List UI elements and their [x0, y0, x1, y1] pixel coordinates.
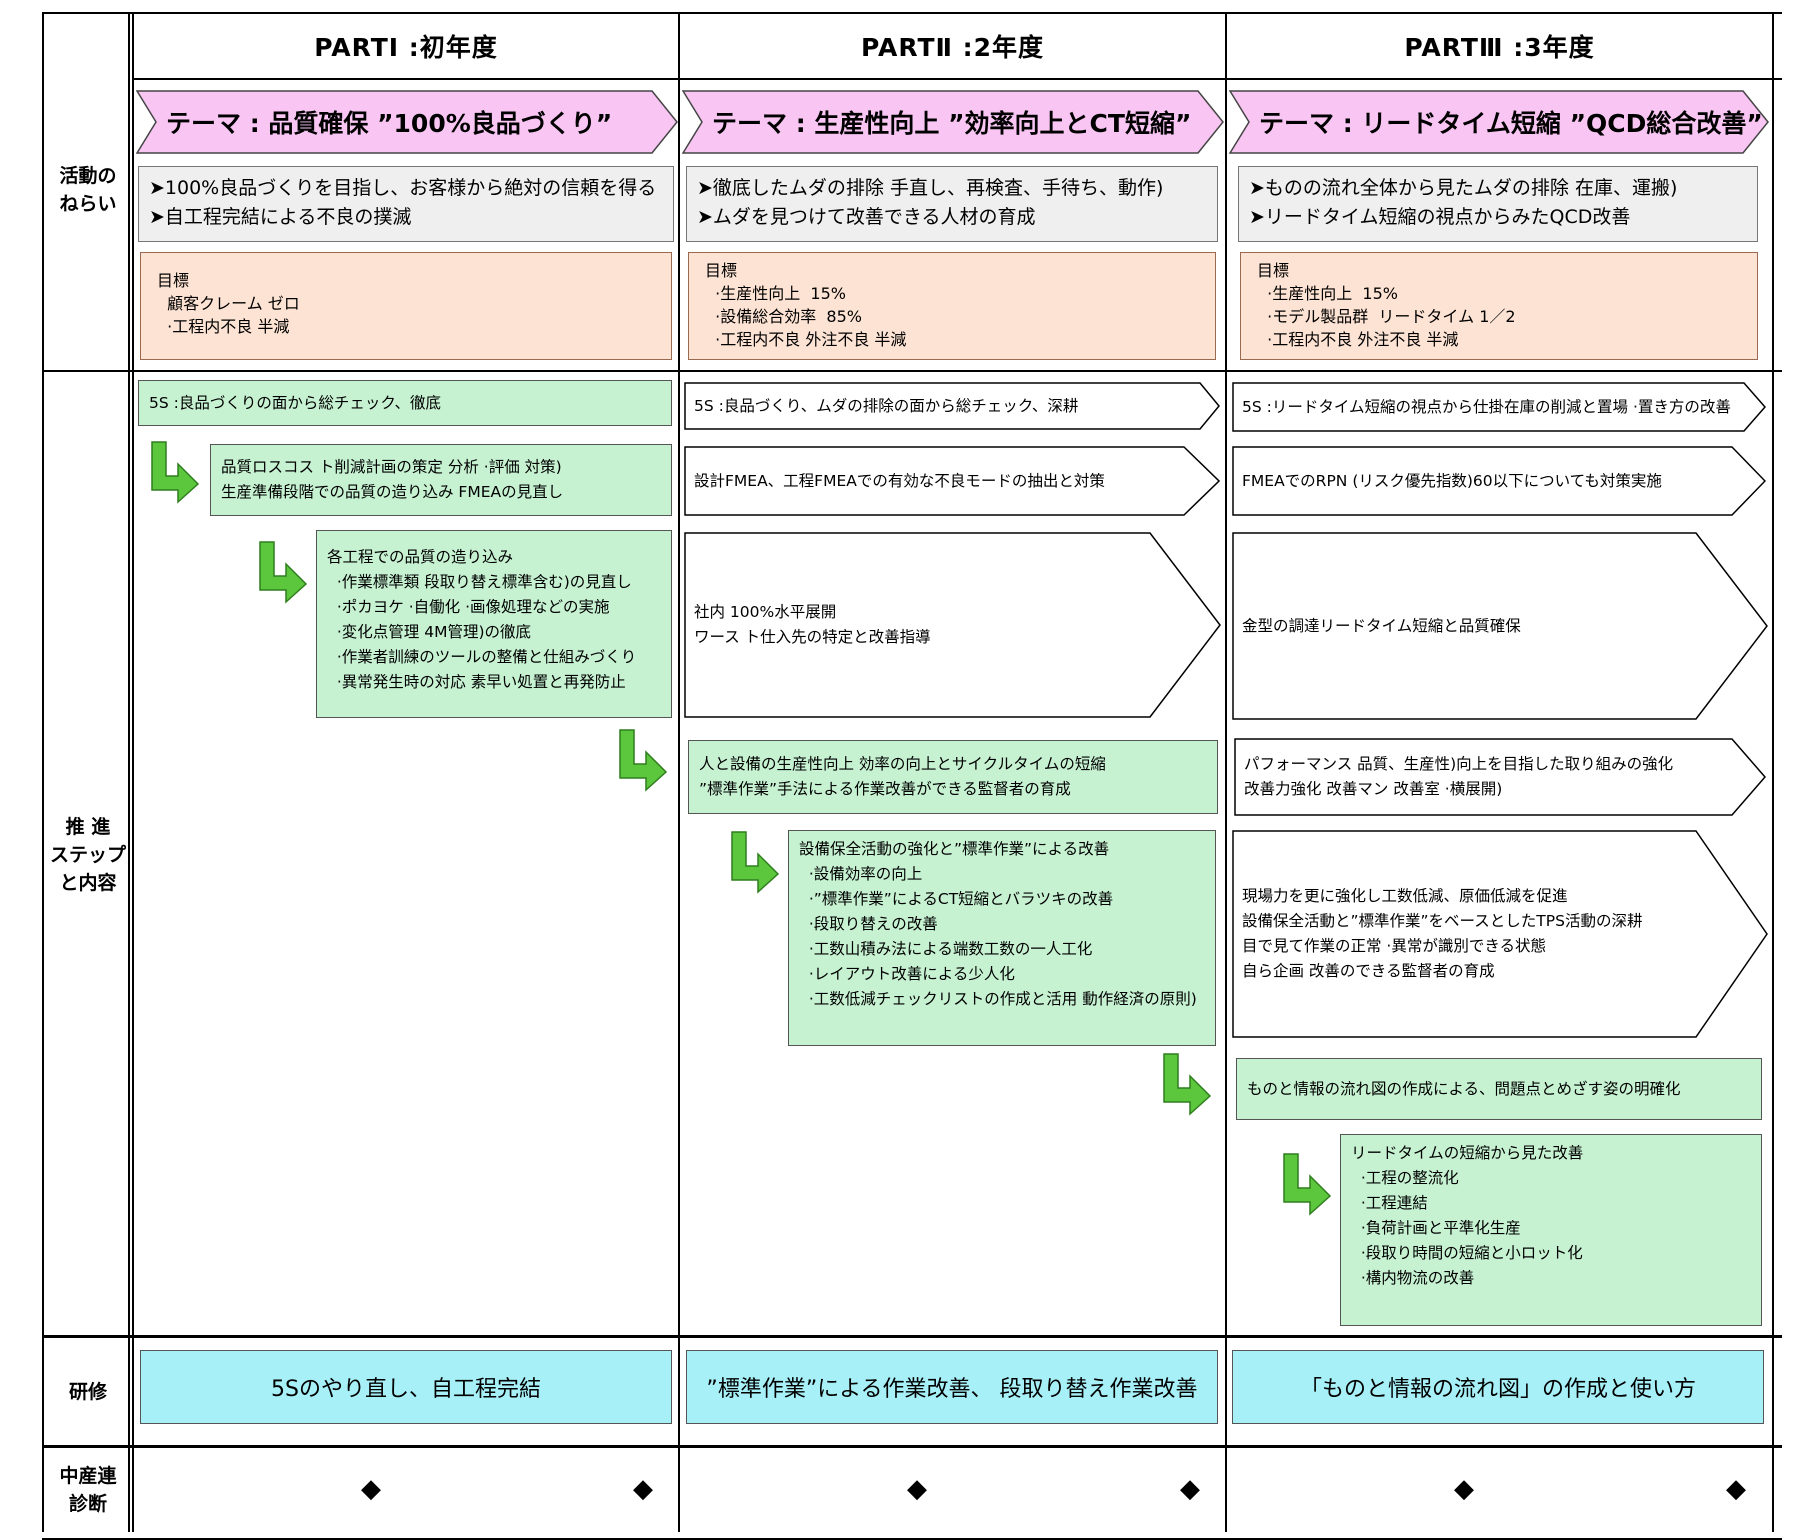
step-p3-genba: 現場力を更に強化し工数低減、原価低減を促進 設備保全活動と”標準作業”をベースと… — [1232, 830, 1768, 1038]
grid-left — [42, 12, 44, 1532]
step-p3-mold-text: 金型の調達リードタイム短縮と品質確保 — [1242, 616, 1521, 635]
aim-line: ➤自工程完結による不良の撲滅 — [149, 206, 412, 228]
aim-line: ➤100%良品づくりを目指し、お客様から絶対の信頼を得る — [149, 177, 657, 199]
down-right-arrow-icon — [619, 729, 668, 792]
step-p3-performance-text: パフォーマンス 品質、生産性)向上を目指した取り組みの強化 改善力強化 改善マン… — [1244, 755, 1674, 798]
step-p2-fmea-text: 設計FMEA、工程FMEAでの有効な不良モードの抽出と対策 — [694, 471, 1105, 490]
aim-line: ➤ムダを見つけて改善できる人材の育成 — [697, 206, 1036, 228]
row-label-steps: 推 進 ステップ と内容 — [49, 816, 126, 894]
step-p3-genba-text: 現場力を更に強化し工数低減、原価低減を促進 設備保全活動と”標準作業”をベースと… — [1242, 887, 1643, 980]
step-p3-leadtime: リードタイムの短縮から見た改善 ·工程の整流化 ·工程連結 ·負荷計画と平準化生… — [1340, 1134, 1762, 1326]
goal-box-part1: 目標 顧客クレーム ゼロ ·工程内不良 半減 — [140, 252, 672, 360]
goal-box-part3: 目標 ·生産性向上 15% ·モデル製品群 リードタイム 1／2 ·工程内不良 … — [1240, 252, 1758, 360]
step-p3-mold: 金型の調達リードタイム短縮と品質確保 — [1232, 532, 1768, 720]
grid-col-sep-2 — [1225, 12, 1227, 1532]
down-right-arrow-icon — [1283, 1153, 1332, 1216]
down-right-arrow-icon — [259, 541, 308, 604]
diagnosis-diamond-icon: ◆ — [1726, 1474, 1746, 1504]
step-p2-fmea: 設計FMEA、工程FMEAでの有効な不良モードの抽出と対策 — [684, 446, 1220, 516]
step-p2-5s-text: 5S :良品づくり、ムダの排除の面から総チェック、深耕 — [694, 396, 1079, 415]
down-right-arrow-icon — [151, 441, 200, 504]
step-p3-fmea-text: FMEAでのRPN (リスク優先指数)60以下についても対策実施 — [1242, 471, 1662, 490]
theme-banner-part3: テーマ : リードタイム短縮 ”QCD総合改善” — [1229, 90, 1769, 154]
row-label-training: 研修 — [68, 1381, 107, 1403]
grid-label-sep-a — [128, 12, 130, 1532]
diagnosis-diamond-icon: ◆ — [633, 1474, 653, 1504]
step-p2-equipment: 設備保全活動の強化と”標準作業”による改善 ·設備効率の向上 ·”標準作業”によ… — [788, 830, 1216, 1046]
step-p3-fmea: FMEAでのRPN (リスク優先指数)60以下についても対策実施 — [1232, 446, 1766, 516]
training-part3: 「ものと情報の流れ図」の作成と使い方 — [1232, 1350, 1764, 1424]
theme-text-part3: テーマ : リードタイム短縮 ”QCD総合改善” — [1259, 109, 1763, 138]
step-p2-5s: 5S :良品づくり、ムダの排除の面から総チェック、深耕 — [684, 382, 1220, 430]
grid-right — [1772, 12, 1774, 1532]
theme-banner-part2: テーマ : 生産性向上 ”効率向上とCT短縮” — [682, 90, 1224, 154]
aim-line: ➤ものの流れ全体から見たムダの排除 在庫、運搬) — [1249, 177, 1678, 199]
row-label-aim: 活動の ねらい — [59, 165, 117, 215]
header-part2: PARTⅡ :2年度 — [860, 33, 1045, 62]
down-right-arrow-icon — [731, 831, 780, 894]
step-p3-5s-text: 5S :リードタイム短縮の視点から仕掛在庫の削減と置場 ·置き方の改善 — [1242, 397, 1731, 416]
training-part2: ”標準作業”による作業改善、 段取り替え作業改善 — [686, 1350, 1218, 1424]
step-p3-5s: 5S :リードタイム短縮の視点から仕掛在庫の削減と置場 ·置き方の改善 — [1232, 382, 1766, 432]
theme-text-part1: テーマ : 品質確保 ”100%良品づくり” — [166, 109, 613, 138]
diagnosis-diamond-icon: ◆ — [1454, 1474, 1474, 1504]
grid-label-sep-b — [132, 12, 134, 1532]
step-p2-deployment-text: 社内 100%水平展開 ワース ト仕入先の特定と改善指導 — [694, 603, 931, 646]
row-label-diagnosis: 中産連 診断 — [59, 1465, 117, 1515]
theme-text-part2: テーマ : 生産性向上 ”効率向上とCT短縮” — [712, 109, 1192, 138]
aim-line: ➤徹底したムダの排除 手直し、再検査、手待ち、動作) — [697, 177, 1164, 199]
step-p1-process-quality: 各工程での品質の造り込み ·作業標準類 段取り替え標準含む)の見直し ·ポカヨケ… — [316, 530, 672, 718]
step-p1-quality-loss: 品質ロスコス ト削減計画の策定 分析 ·評価 対策) 生産準備段階での品質の造り… — [210, 444, 672, 516]
down-right-arrow-icon — [1163, 1053, 1212, 1116]
training-part1: 5Sのやり直し、自工程完結 — [140, 1350, 672, 1424]
step-p1-5s: 5S :良品づくりの面から総チェック、徹底 — [138, 380, 672, 426]
grid-top — [42, 12, 1782, 14]
step-p3-performance: パフォーマンス 品質、生産性)向上を目指した取り組みの強化 改善力強化 改善マン… — [1234, 738, 1766, 816]
step-p2-productivity: 人と設備の生産性向上 効率の向上とサイクルタイムの短縮 ”標準作業”手法による作… — [688, 740, 1218, 814]
grid-steps-bottom — [42, 1335, 1782, 1338]
diagnosis-diamond-icon: ◆ — [907, 1474, 927, 1504]
grid-training-bottom — [42, 1445, 1782, 1448]
header-part1: PARTⅠ :初年度 — [314, 33, 498, 62]
grid-header-bottom — [132, 78, 1782, 80]
aim-box-part3: ➤ものの流れ全体から見たムダの排除 在庫、運搬) ➤リードタイム短縮の視点からみ… — [1238, 166, 1758, 242]
header-part3: PARTⅢ :3年度 — [1404, 33, 1595, 62]
aim-line: ➤リードタイム短縮の視点からみたQCD改善 — [1249, 206, 1631, 228]
step-p3-flow-chart: ものと情報の流れ図の作成による、問題点とめざす姿の明確化 — [1236, 1058, 1762, 1120]
goal-box-part2: 目標 ·生産性向上 15% ·設備総合効率 85% ·工程内不良 外注不良 半減 — [688, 252, 1216, 360]
step-p2-deployment: 社内 100%水平展開 ワース ト仕入先の特定と改善指導 — [684, 532, 1222, 718]
grid-col-sep-1 — [678, 12, 680, 1532]
grid-aim-bottom — [42, 370, 1782, 372]
aim-box-part1: ➤100%良品づくりを目指し、お客様から絶対の信頼を得る ➤自工程完結による不良… — [138, 166, 674, 242]
theme-banner-part1: テーマ : 品質確保 ”100%良品づくり” — [136, 90, 678, 154]
aim-box-part2: ➤徹底したムダの排除 手直し、再検査、手待ち、動作) ➤ムダを見つけて改善できる… — [686, 166, 1218, 242]
diagnosis-diamond-icon: ◆ — [361, 1474, 381, 1504]
diagnosis-diamond-icon: ◆ — [1180, 1474, 1200, 1504]
